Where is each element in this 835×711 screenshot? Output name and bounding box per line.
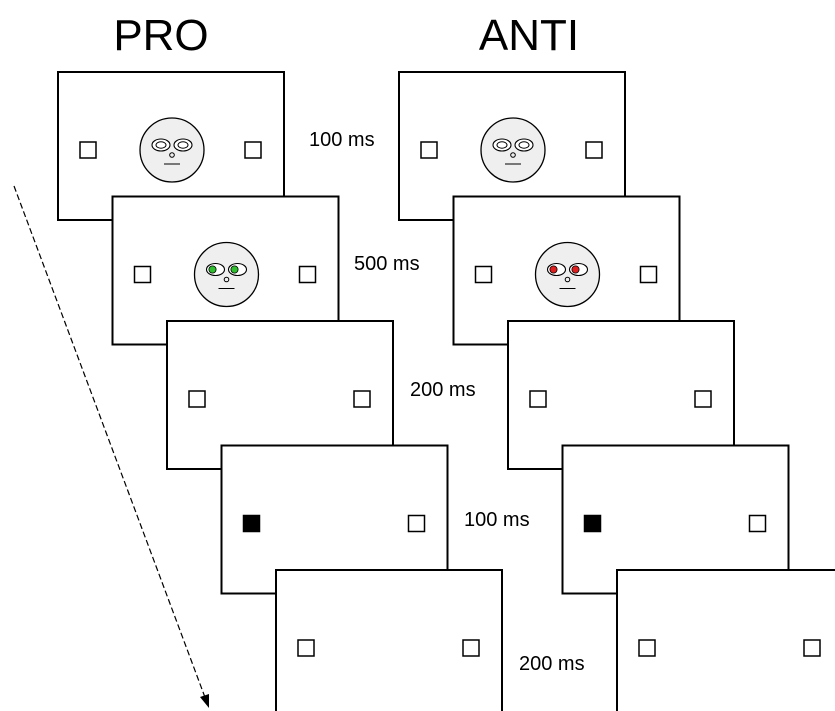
placeholder-box-left [474, 265, 493, 284]
pro-frame-fixation [57, 71, 285, 221]
target-box-left [583, 514, 602, 533]
duration-label-target: 100 ms [464, 509, 530, 531]
placeholder-box-right [407, 514, 426, 533]
anti-column-title: ANTI [479, 11, 579, 60]
placeholder-box-right [353, 390, 371, 408]
time-arrow [13, 185, 209, 708]
anti-frame-response [616, 569, 835, 711]
pro-column-title: PRO [113, 11, 208, 60]
placeholder-box-right [694, 390, 712, 408]
placeholder-box-left [133, 265, 152, 284]
placeholder-box-right [298, 265, 317, 284]
face-icon [534, 241, 601, 308]
placeholder-box-right [803, 639, 821, 657]
face-icon [193, 241, 260, 308]
pro-frame-response [275, 569, 503, 711]
target-box-left [242, 514, 261, 533]
pupil-icon [571, 265, 580, 274]
placeholder-box-right [748, 514, 767, 533]
duration-label-response: 200 ms [519, 653, 585, 675]
anti-frame-gaze-cue [452, 195, 681, 346]
anti-frame-stack [398, 71, 835, 711]
placeholder-box-left [638, 639, 656, 657]
pupil-icon [549, 265, 558, 274]
placeholder-box-left [297, 639, 315, 657]
placeholder-box-left [79, 141, 97, 159]
pupil-icon [230, 265, 239, 274]
pro-frame-target [220, 444, 449, 595]
pupil-icon [208, 265, 217, 274]
pro-frame-blank [166, 320, 394, 470]
anti-frame-target [561, 444, 790, 595]
eye-icon [492, 138, 512, 152]
placeholder-box-right [462, 639, 480, 657]
placeholder-box-left [188, 390, 206, 408]
eye-icon [514, 138, 534, 152]
duration-label-fixation: 100 ms [309, 129, 375, 151]
placeholder-box-left [420, 141, 438, 159]
pro-frame-stack [57, 71, 503, 711]
eye-icon [151, 138, 171, 152]
placeholder-box-right [585, 141, 603, 159]
duration-label-gaze-cue: 500 ms [354, 253, 420, 275]
placeholder-box-right [639, 265, 658, 284]
face-icon [139, 117, 205, 183]
placeholder-box-left [529, 390, 547, 408]
duration-label-blank: 200 ms [410, 379, 476, 401]
pro-frame-gaze-cue [111, 195, 340, 346]
face-icon [480, 117, 546, 183]
eye-icon [173, 138, 193, 152]
anti-frame-fixation [398, 71, 626, 221]
placeholder-box-right [244, 141, 262, 159]
